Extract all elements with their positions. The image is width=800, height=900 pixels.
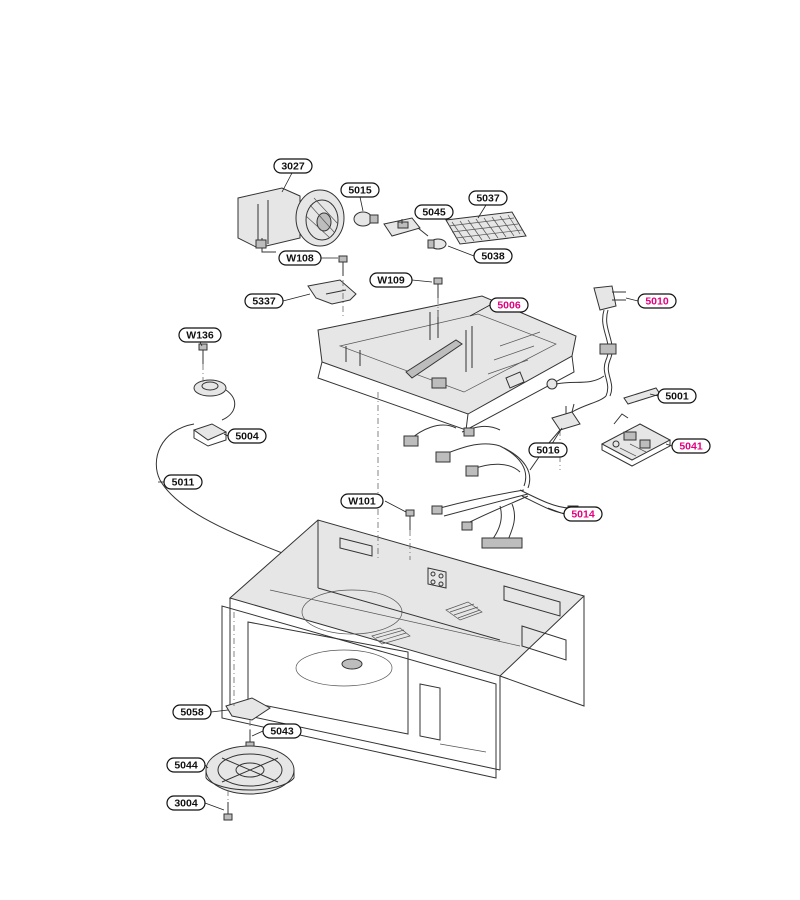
part-label-text: W101 (348, 496, 376, 508)
part-label-text: 5041 (679, 441, 703, 453)
part-label: 5014 (563, 506, 603, 522)
lamp-socket (383, 217, 429, 237)
base-plate (317, 295, 577, 431)
part-label-text: 5043 (270, 726, 294, 738)
part-label: 5044 (166, 757, 206, 773)
part-label-text: 5038 (481, 251, 505, 263)
part-label-text: 5044 (174, 760, 198, 772)
part-label-text: W108 (286, 253, 314, 265)
part-label: W109 (369, 272, 413, 288)
blower-motor-assembly (237, 187, 345, 253)
part-label: 5001 (657, 388, 697, 404)
lamp-bulb (353, 211, 379, 227)
part-label: 5037 (468, 190, 508, 206)
screw-w136 (198, 343, 208, 364)
part-label: 5016 (528, 442, 568, 458)
noise-filter (551, 395, 607, 431)
part-labels: 3027 5015 5037 5045 5038 W108 W109 5337 … (163, 158, 711, 811)
grease-filter (445, 211, 527, 245)
part-label: 5043 (262, 723, 302, 739)
control-pcb (600, 413, 672, 467)
motor-cable (155, 423, 309, 565)
part-label: 5004 (227, 428, 267, 444)
part-label: 5058 (172, 704, 212, 720)
part-label: 5038 (473, 248, 513, 264)
part-label-text: 5045 (422, 207, 446, 219)
roller-coupler (225, 697, 271, 721)
part-label-text: 5058 (180, 707, 204, 719)
screw-w101 (405, 509, 415, 530)
small-bulb (427, 238, 447, 250)
part-label: 5015 (340, 182, 380, 198)
turntable-base (205, 745, 295, 795)
part-label-text: 3004 (174, 798, 198, 810)
power-cord (546, 285, 626, 397)
part-label-text: 5004 (235, 431, 259, 443)
screw-3004 (223, 802, 233, 821)
part-label-text: 5037 (476, 193, 500, 205)
part-label: 5011 (163, 474, 203, 490)
wire-harness (403, 424, 579, 549)
part-label-text: 5011 (172, 477, 195, 489)
part-label: 5010 (637, 293, 677, 309)
part-label-text: 5010 (645, 296, 669, 308)
part-label: 3027 (273, 158, 313, 174)
part-label-text: 5014 (571, 509, 595, 521)
part-label: 5045 (414, 204, 454, 220)
part-label: 5006 (489, 297, 529, 313)
part-label-text: 5001 (665, 391, 689, 403)
screw-w108 (338, 255, 348, 276)
screw-w109 (433, 277, 443, 298)
turntable-motor (192, 379, 236, 447)
part-label-text: 5016 (536, 445, 560, 457)
part-label: W101 (340, 493, 384, 509)
part-label-text: 5015 (348, 185, 372, 197)
thermistor (623, 387, 661, 405)
part-label-text: 5337 (252, 296, 276, 308)
part-label: W136 (178, 327, 222, 343)
assembly-lines (202, 280, 561, 802)
oven-cavity (221, 519, 585, 779)
part-label-text: W109 (377, 275, 405, 287)
part-label: 3004 (166, 795, 206, 811)
bracket-plate (307, 279, 357, 305)
part-label: 5337 (244, 293, 284, 309)
part-label-text: 3027 (281, 161, 305, 173)
part-label-text: W136 (186, 330, 214, 342)
part-label: W108 (278, 250, 322, 266)
part-label: 5041 (671, 438, 711, 454)
part-label-text: 5006 (497, 300, 521, 312)
